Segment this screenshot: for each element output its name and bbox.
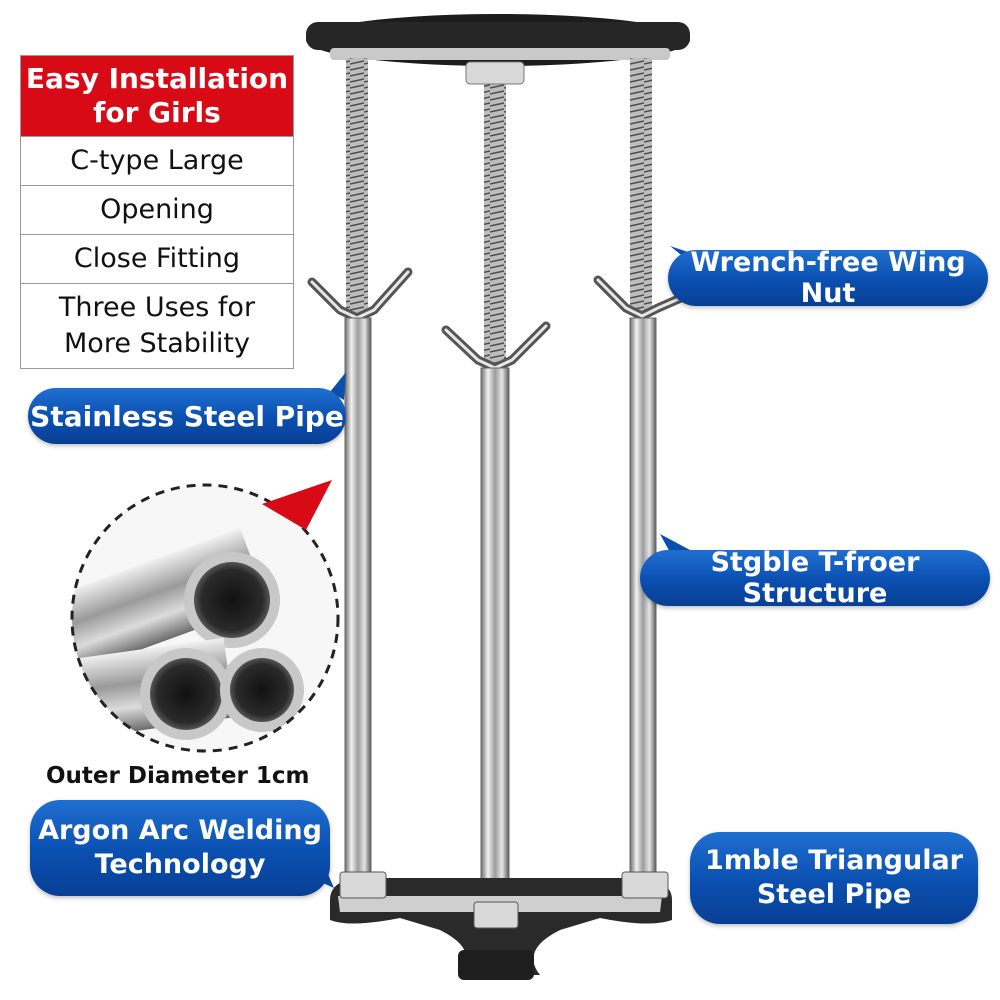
callout-argon-line2: Technology <box>94 849 266 880</box>
feature-item-label: Close Fitting <box>73 243 241 274</box>
feature-item-opening: Opening <box>21 186 293 235</box>
feature-item-label-line1: Three Uses for <box>58 292 256 323</box>
callout-triangular-pipe: 1mble Triangular Steel Pipe <box>690 832 978 924</box>
feature-item-label: Opening <box>100 194 214 225</box>
tripod-base <box>330 871 672 980</box>
feature-list-header: Easy Installation for Girls <box>21 56 293 137</box>
callout-wing-nut: Wrench-free Wing Nut <box>668 247 988 309</box>
callout-steel-pipe-label: Stainless Steel Pipe <box>30 399 344 433</box>
feature-head-line1: Easy Installation <box>25 62 289 95</box>
feature-item-c-type: C-type Large <box>21 137 293 186</box>
steel-pipes <box>344 317 657 909</box>
feature-item-label-line2: More Stability <box>64 328 250 359</box>
callout-argon-line1: Argon Arc Welding <box>38 815 322 846</box>
pipe-detail-circle <box>70 480 340 753</box>
callout-stainless-steel-pipe: Stainless Steel Pipe <box>28 388 346 444</box>
callout-wing-nut-label: Wrench-free Wing Nut <box>690 247 966 309</box>
callout-tri-line2: Steel Pipe <box>756 879 912 910</box>
outer-diameter-caption: Outer Diameter 1cm <box>46 763 310 789</box>
top-plate <box>306 14 690 66</box>
pointer-arrow <box>262 480 332 530</box>
feature-item-close-fitting: Close Fitting <box>21 235 293 284</box>
feature-item-three-uses: Three Uses for More Stability <box>21 284 293 368</box>
feature-item-label: C-type Large <box>70 145 244 176</box>
feature-head-line2: for Girls <box>93 96 221 129</box>
callout-tri-line1: 1mble Triangular <box>704 845 964 876</box>
callout-argon-welding: Argon Arc Welding Technology <box>30 800 330 896</box>
threaded-rods <box>346 58 652 370</box>
callout-t-frame-label: Stgble T-froer Structure <box>710 547 920 609</box>
callout-t-frame-structure: Stgble T-froer Structure <box>640 547 990 609</box>
feature-list: Easy Installation for Girls C-type Large… <box>20 55 294 369</box>
